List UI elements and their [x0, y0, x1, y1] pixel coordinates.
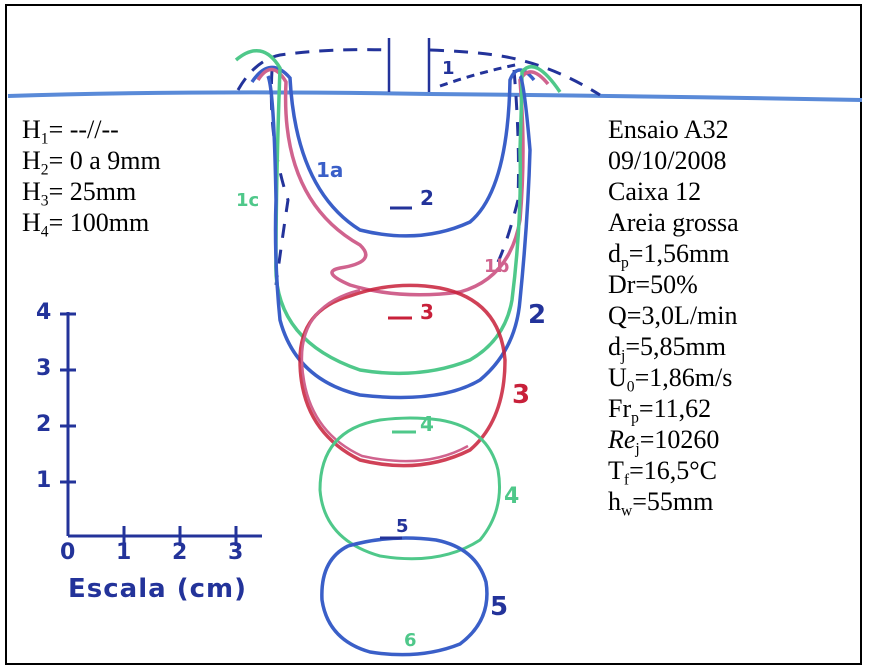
profile-2	[266, 74, 532, 400]
param-symbol: T	[608, 456, 624, 485]
right-params-line: Areia grossa	[608, 207, 739, 238]
param-value: =1,56mm	[628, 239, 730, 268]
param-symbol: Caixa 12	[608, 177, 702, 206]
param-subscript: 3	[40, 192, 49, 210]
param-symbol: Re	[608, 425, 636, 454]
profile-1-inner-dashed	[439, 62, 521, 88]
param-subscript: p	[631, 409, 639, 427]
profile-3-pink	[300, 288, 469, 463]
jet-nozzle	[387, 38, 431, 92]
right-params-line: Rej=10260	[608, 424, 739, 458]
right-params-line: 09/10/2008	[608, 145, 739, 176]
param-subscript: w	[621, 502, 633, 520]
profile-1-dashed	[236, 48, 601, 97]
center-marks	[380, 206, 416, 540]
param-value: =11,62	[638, 394, 712, 423]
param-subscript: 0	[626, 378, 635, 396]
scale-y-tick-2: 2	[36, 412, 52, 437]
scale-y-tick-3: 3	[36, 356, 52, 381]
profile-right-dashed	[496, 69, 520, 263]
param-symbol: Q=3,0L/min	[608, 301, 738, 330]
left-params-line: H1= --//--	[22, 114, 161, 148]
param-symbol: Ensaio A32	[608, 115, 729, 144]
profile-1b	[256, 67, 550, 297]
label-2-inner: 2	[420, 186, 434, 210]
label-3-outer: 3	[512, 380, 531, 410]
param-subscript: p	[621, 254, 629, 272]
scale-y-tick-1: 1	[36, 468, 52, 493]
param-value: =1,86m/s	[634, 363, 733, 392]
profile-4	[318, 416, 502, 561]
label-4-inner: 4	[420, 412, 434, 436]
label-5-outer: 5	[490, 592, 509, 622]
param-symbol: d	[608, 239, 621, 268]
param-subscript: j	[621, 347, 626, 365]
param-subscript: 4	[40, 223, 49, 241]
right-params-line: U0=1,86m/s	[608, 362, 739, 396]
left-params-line: H3= 25mm	[22, 176, 161, 210]
param-value: =55mm	[632, 487, 714, 516]
scale-x-tick-0: 0	[60, 540, 76, 565]
label-1c: 1c	[236, 190, 260, 211]
label-6: 6	[404, 630, 417, 651]
param-subscript: f	[623, 471, 630, 489]
param-subscript: j	[635, 440, 640, 458]
scale-axes	[60, 312, 262, 546]
right-params-line: Q=3,0L/min	[608, 300, 739, 331]
label-1a: 1a	[316, 158, 344, 182]
profile-1c	[234, 49, 562, 376]
label-2-outer: 2	[528, 300, 547, 330]
label-1: 1	[442, 58, 455, 79]
left-params-line: H4= 100mm	[22, 207, 161, 241]
param-value: = 0 a 9mm	[48, 146, 161, 175]
param-value: = --//--	[48, 115, 119, 144]
param-symbol: U	[608, 363, 627, 392]
right-params-line: hw=55mm	[608, 486, 739, 520]
scale-x-tick-3: 3	[228, 540, 244, 565]
param-symbol: h	[608, 487, 621, 516]
param-value: =16,5°C	[629, 456, 717, 485]
profile-5	[320, 536, 489, 657]
param-value: = 100mm	[48, 208, 150, 237]
figure-frame	[5, 4, 862, 665]
param-symbol: H	[22, 208, 41, 237]
param-symbol: H	[22, 177, 41, 206]
param-value: = 25mm	[48, 177, 137, 206]
param-value: =10260	[639, 425, 720, 454]
param-symbol: Areia grossa	[608, 208, 739, 237]
scale-y-tick-4: 4	[36, 300, 52, 325]
right-params-line: dj=5,85mm	[608, 331, 739, 365]
param-symbol: H	[22, 115, 41, 144]
param-symbol: Fr	[608, 394, 632, 423]
right-params-line: Caixa 12	[608, 176, 739, 207]
label-5-inner: 5	[396, 516, 409, 537]
right-params-line: Ensaio A32	[608, 114, 739, 145]
scale-caption: Escala (cm)	[68, 574, 247, 604]
surface-line	[7, 90, 863, 102]
param-subscript: 1	[40, 130, 49, 148]
profile-1a	[250, 65, 536, 238]
param-value: =5,85mm	[625, 332, 726, 361]
profile-3	[298, 283, 507, 468]
right-params-line: Frp=11,62	[608, 393, 739, 427]
label-1b: 1b	[484, 256, 510, 277]
left-params-line: H2= 0 a 9mm	[22, 145, 161, 179]
right-params-line: Tf=16,5°C	[608, 455, 739, 489]
scale-x-tick-1: 1	[116, 540, 132, 565]
param-symbol: H	[22, 146, 41, 175]
scale-x-tick-2: 2	[172, 540, 188, 565]
right-params-line: dp=1,56mm	[608, 238, 739, 272]
param-subscript: 2	[40, 161, 49, 179]
right-params-line: Dr=50%	[608, 269, 739, 300]
label-3-inner: 3	[420, 300, 434, 324]
param-symbol: Dr=50%	[608, 270, 698, 299]
param-symbol: 09/10/2008	[608, 146, 727, 175]
param-symbol: d	[608, 332, 621, 361]
label-4-outer: 4	[504, 484, 520, 509]
